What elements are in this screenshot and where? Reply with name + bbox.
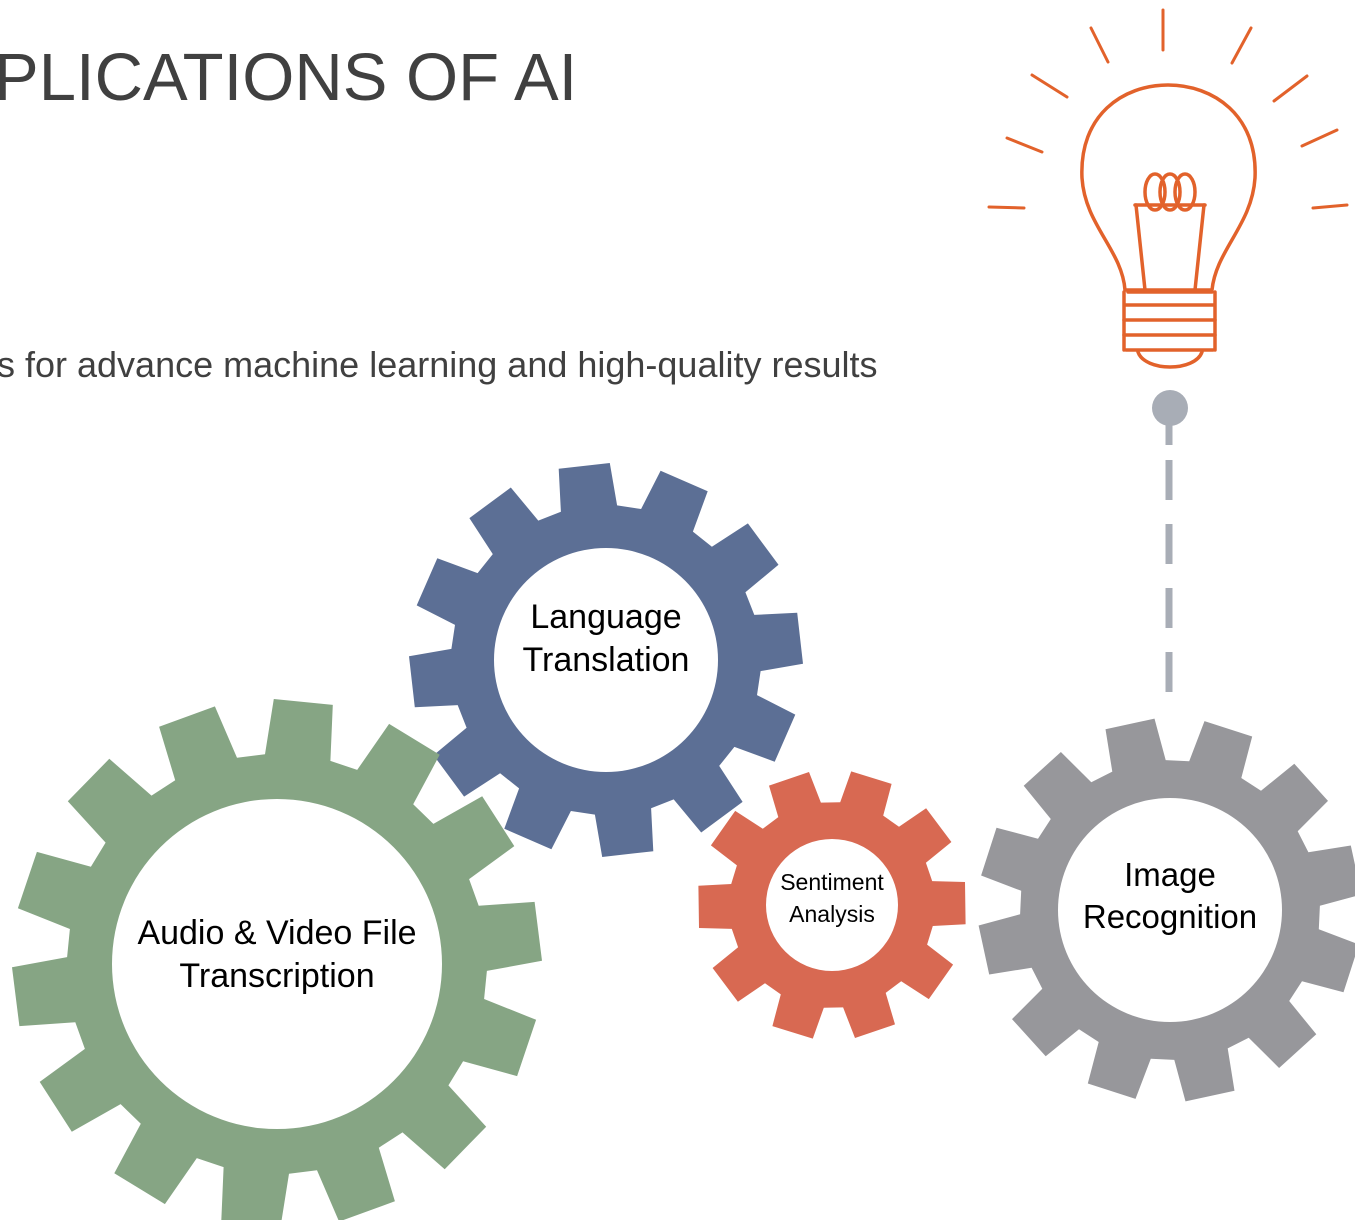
- slide-subtitle: s for advance machine learning and high-…: [0, 344, 878, 385]
- gear-language-label: Language: [530, 598, 681, 636]
- gear-image-label: Image: [1124, 856, 1216, 893]
- gear-sentiment-label: Sentiment: [780, 869, 884, 895]
- gear-image-recognition: [978, 718, 1355, 1102]
- gear-sentiment-label-2: Analysis: [789, 901, 875, 927]
- gear-audio-label-2: Transcription: [179, 957, 374, 995]
- gear-language-translation: [409, 463, 803, 857]
- slide-title: PLICATIONS OF AI: [0, 40, 578, 115]
- gear-image-label-2: Recognition: [1083, 898, 1257, 935]
- gear-language-label-2: Translation: [523, 641, 690, 679]
- gear-sentiment-analysis: [698, 771, 966, 1039]
- gear-audio-video-transcription: [12, 699, 542, 1220]
- gear-audio-label: Audio & Video File: [137, 914, 416, 952]
- lightbulb-icon: [987, 8, 1349, 369]
- connector-dot: [1152, 390, 1188, 426]
